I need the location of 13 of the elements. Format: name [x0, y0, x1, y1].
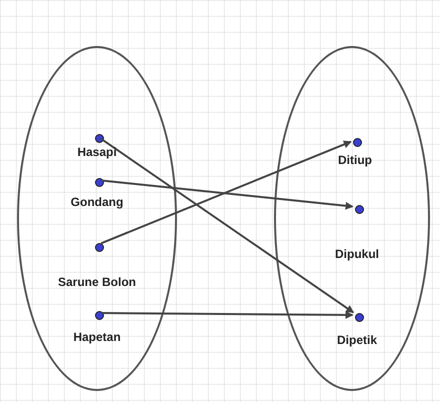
- element-label: Ditiup: [338, 152, 372, 169]
- element-label: Dipetik: [337, 332, 377, 349]
- arrow: [100, 138, 354, 314]
- element-label: Dipukul: [335, 246, 379, 263]
- element-label: Hasapi: [77, 144, 117, 161]
- arrow: [102, 310, 354, 319]
- element-label: Gondang: [70, 194, 124, 211]
- element-label: Hapetan: [73, 329, 121, 346]
- element-label: Sarune Bolon: [58, 274, 136, 291]
- arrow: [101, 179, 354, 210]
- set-ellipse: [274, 46, 430, 390]
- arrow: [100, 140, 352, 244]
- set-ellipse: [17, 46, 177, 390]
